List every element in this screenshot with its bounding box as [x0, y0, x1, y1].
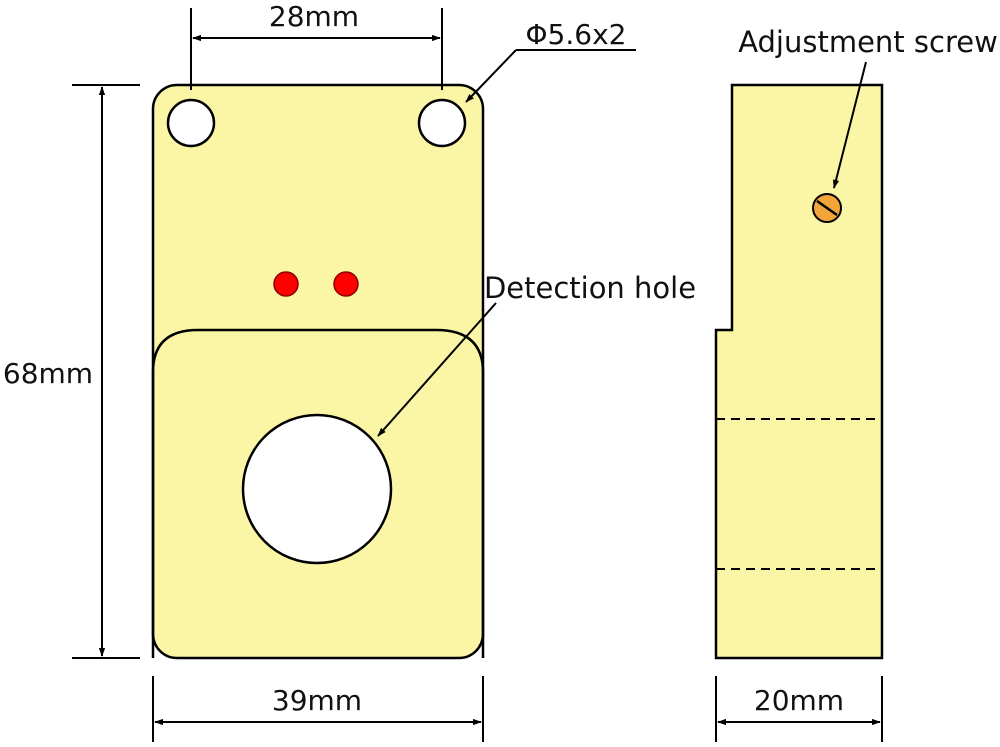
- detection-hole-label: Detection hole: [484, 271, 696, 305]
- front-view: [151, 83, 485, 660]
- adjustment-screw-label: Adjustment screw: [738, 25, 998, 59]
- sensor-head-outline: [151, 328, 485, 658]
- detection-hole: [241, 413, 393, 565]
- side-body: [714, 83, 884, 660]
- screw-slot: [816, 199, 838, 217]
- mount-hole-right: [417, 98, 467, 148]
- height-label: 68mm: [3, 357, 93, 390]
- indicator-led-left: [273, 271, 299, 297]
- width-label: 39mm: [272, 684, 362, 717]
- callout-detection-hole: Detection hole: [377, 271, 696, 437]
- mount-hole-left: [166, 98, 216, 148]
- indicator-led-right: [333, 271, 359, 297]
- dimension-width: 39mm: [152, 676, 484, 742]
- dimension-height: 68mm: [3, 84, 140, 659]
- mount-hole-label: Φ5.6x2: [526, 18, 627, 51]
- dimension-mount-hole: Φ5.6x2: [465, 18, 636, 103]
- hole-spacing-label: 28mm: [269, 0, 359, 33]
- callout-adjustment-screw: Adjustment screw: [738, 25, 998, 189]
- dimension-hole-spacing: 28mm: [190, 0, 443, 90]
- depth-label: 20mm: [754, 684, 844, 717]
- dimension-depth: 20mm: [715, 676, 883, 742]
- front-body: [151, 83, 485, 660]
- side-view: [714, 83, 884, 660]
